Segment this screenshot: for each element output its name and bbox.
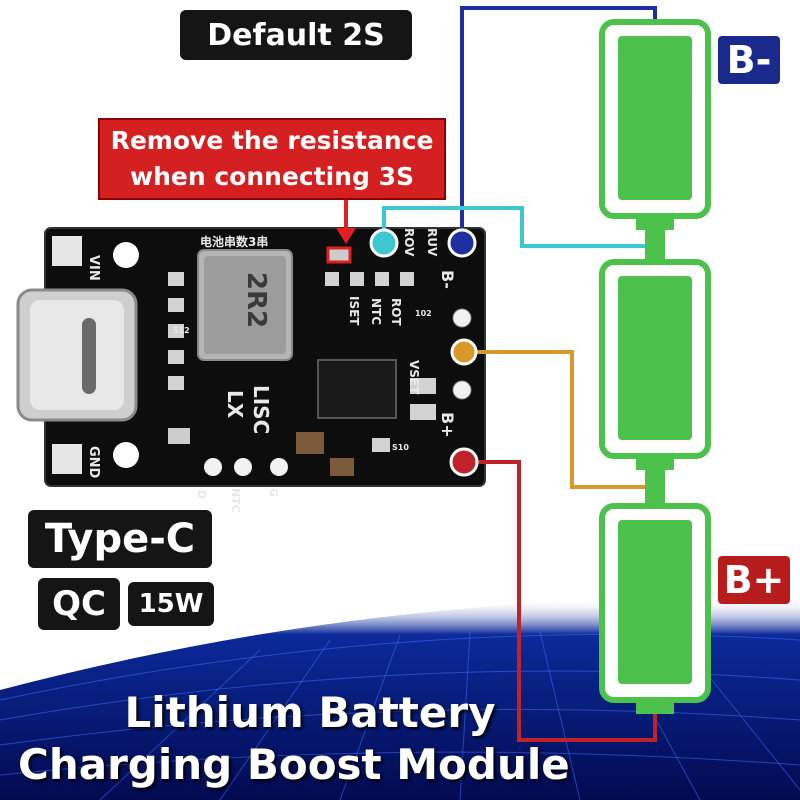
terminal-dot-rov	[369, 228, 399, 258]
pad-g	[270, 458, 288, 476]
terminal-label-negative: B-	[718, 36, 780, 84]
silk-102: 102	[415, 309, 432, 318]
silk-pad-ntc: NTC	[229, 488, 242, 513]
warning-arrow-head	[336, 228, 356, 244]
silk-vin: VIN	[86, 255, 101, 281]
terminal-dot-mid	[450, 338, 478, 366]
silk-lisc: LISC	[249, 385, 273, 434]
silk-chinese: 电池串数3串	[200, 234, 268, 249]
mount-hole-top	[113, 242, 139, 268]
ic-chip	[317, 359, 397, 419]
default-2s-badge: Default 2S	[180, 10, 412, 60]
silk-pad-g: G	[267, 488, 280, 497]
silk-512: 512	[173, 326, 190, 335]
silk-ruv: RUV	[425, 228, 439, 257]
silk-pad-d: D	[195, 490, 208, 499]
silk-lx: LX	[223, 390, 247, 419]
qc-badge: QC	[38, 578, 120, 630]
pad-vin-corner	[52, 236, 82, 266]
wire-rov	[382, 206, 655, 248]
pad-gnd-corner	[52, 444, 82, 474]
terminal-dot-b-minus	[447, 228, 477, 258]
capacitor-1	[296, 432, 324, 454]
battery-cell-3	[599, 503, 711, 714]
silk-b-minus: B-	[438, 270, 457, 289]
warning-box: Remove the resistance when connecting 3S	[98, 118, 446, 200]
silk-rot: ROT	[389, 298, 403, 326]
removable-resistor	[326, 246, 352, 264]
wire-b-plus	[464, 460, 657, 742]
warning-line-2: when connecting 3S	[129, 162, 415, 191]
capacitor-2	[330, 458, 354, 476]
warning-line-1: Remove the resistance	[110, 126, 434, 155]
silk-ntc: NTC	[369, 298, 383, 325]
pad-ntc	[234, 458, 252, 476]
inductor-label: 2R2	[241, 272, 271, 328]
power-badge: 15W	[128, 582, 214, 626]
pad-d	[204, 458, 222, 476]
battery-cell-1	[599, 19, 711, 230]
battery-cell-2	[599, 259, 711, 470]
mount-hole-bottom	[113, 442, 139, 468]
wire-mid	[464, 350, 655, 489]
silk-vset: VSET	[407, 360, 421, 395]
silk-rov: ROV	[402, 228, 416, 257]
pad-top-right	[452, 308, 472, 328]
title-line-2: Charging Boost Module	[18, 740, 570, 789]
silk-b-plus: B+	[438, 412, 457, 438]
terminal-dot-b-plus	[449, 447, 479, 477]
silk-gnd: GND	[86, 446, 101, 479]
pad-mid-right	[452, 380, 472, 400]
terminal-label-positive: B+	[718, 556, 790, 604]
wire-b-minus	[460, 6, 657, 243]
type-c-badge: Type-C	[28, 510, 212, 568]
silk-iset: ISET	[347, 296, 361, 326]
title-line-1: Lithium Battery	[124, 688, 496, 737]
silk-s10: S10	[392, 443, 409, 452]
